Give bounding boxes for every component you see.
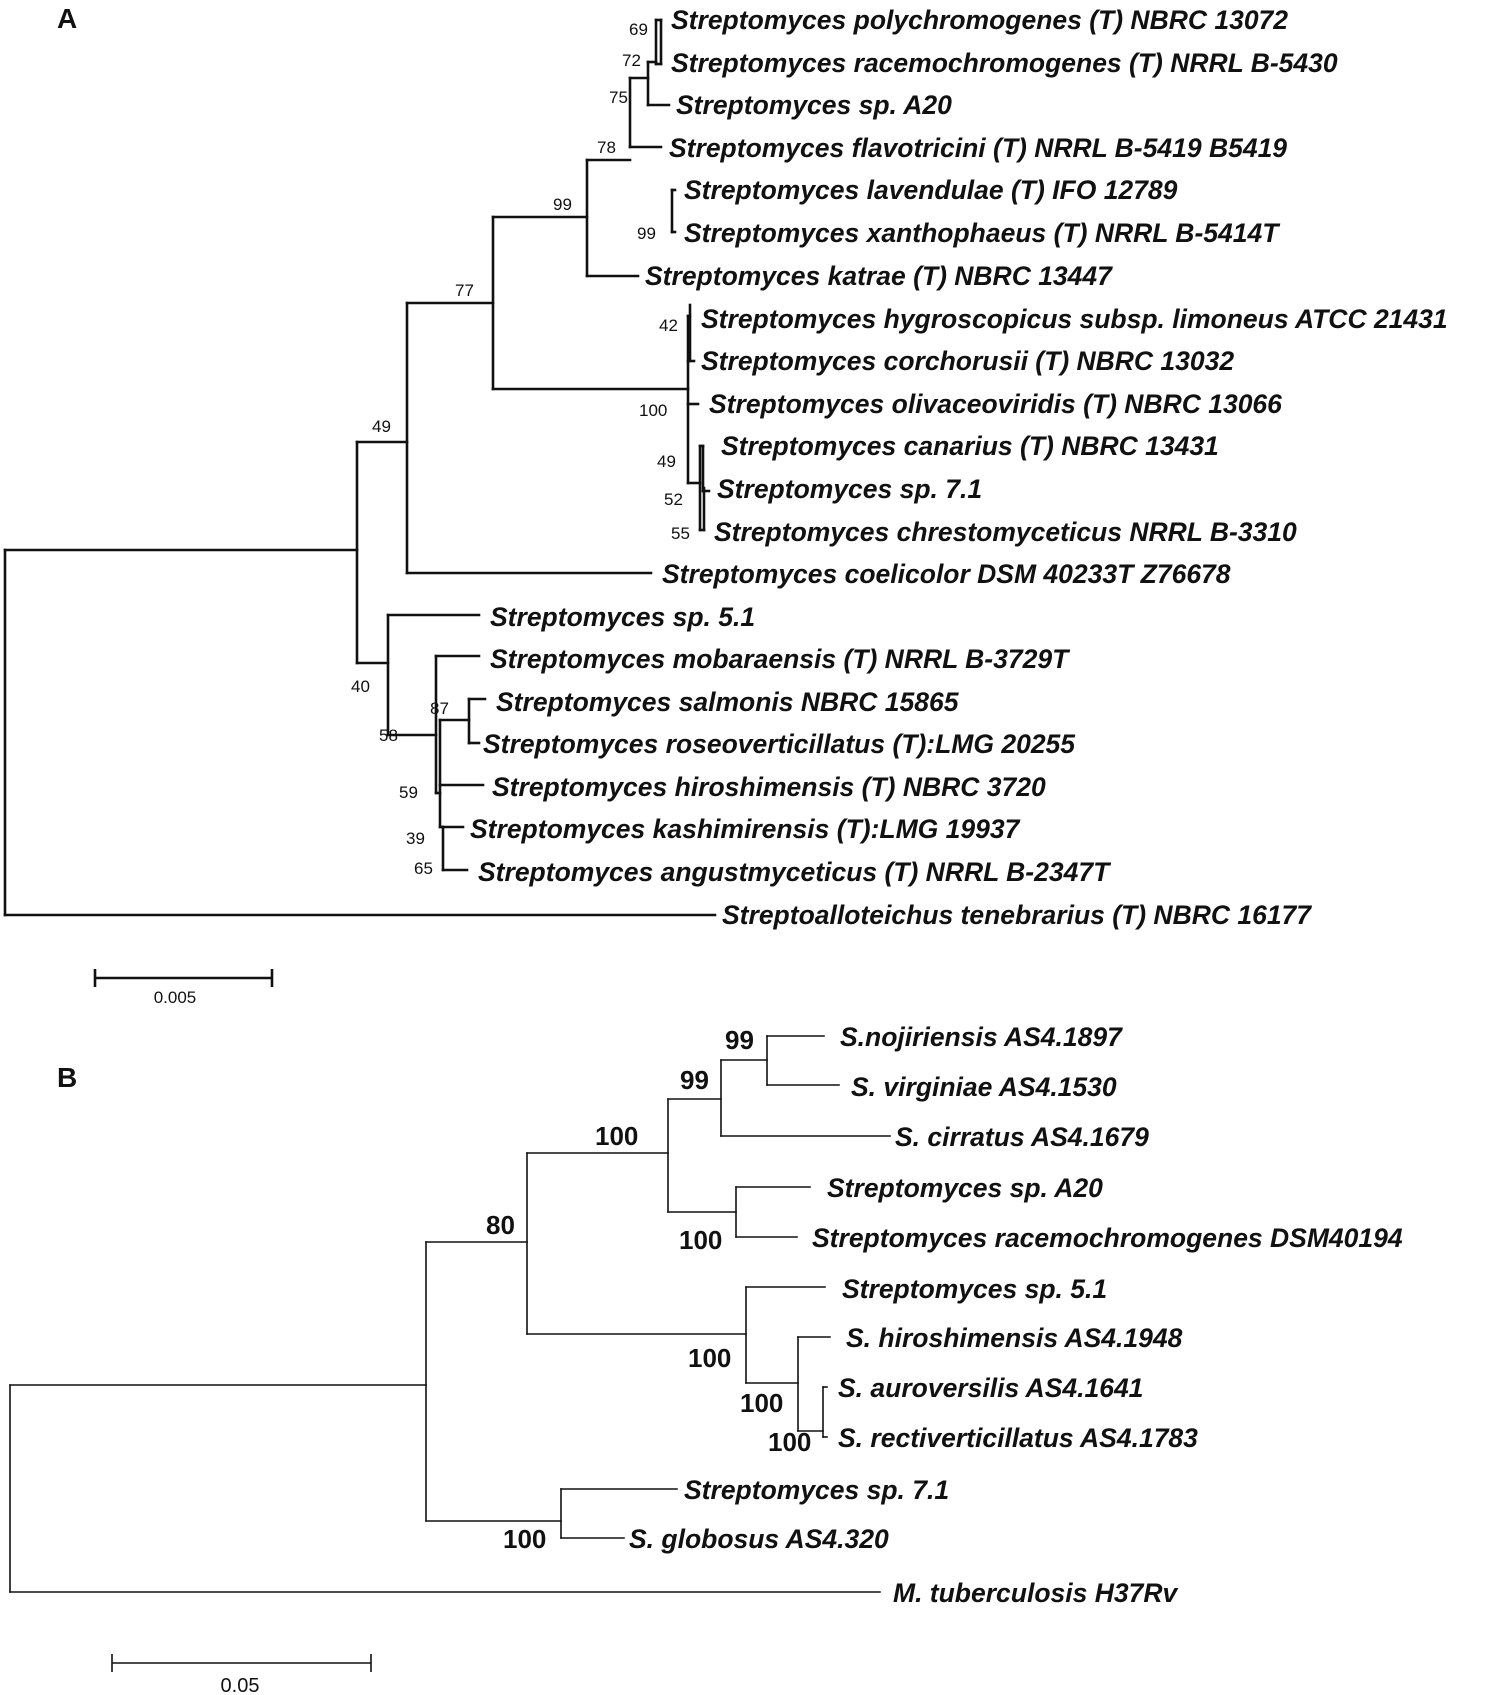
taxon-a-13: Streptomyces chrestomyceticus NRRL B-331…	[714, 517, 1297, 547]
taxon-a-17: Streptomyces salmonis NBRC 15865	[496, 687, 960, 717]
scale-bar-a-label: 0.005	[154, 988, 197, 1007]
tree-a-taxa: Streptomyces polychromogenes (T) NBRC 13…	[470, 5, 1448, 930]
taxon-a-6: Streptomyces xanthophaeus (T) NRRL B-541…	[684, 218, 1281, 248]
panel-a: A	[3, 3, 1448, 1007]
panel-a-letter: A	[57, 3, 77, 34]
taxon-b-5: Streptomyces racemochromogenes DSM40194	[812, 1223, 1403, 1253]
taxon-a-20: Streptomyces kashimirensis (T):LMG 19937	[470, 814, 1021, 844]
taxon-a-9: Streptomyces corchorusii (T) NBRC 13032	[701, 346, 1234, 376]
bootstrap-b-100-lower: 100	[688, 1343, 731, 1373]
tree-b-branches	[9, 1035, 891, 1593]
taxon-a-3: Streptomyces sp. A20	[676, 90, 952, 120]
taxon-b-10: Streptomyces sp. 7.1	[684, 1475, 949, 1505]
bootstrap-a-65: 65	[414, 859, 433, 878]
taxon-b-9: S. rectiverticillatus AS4.1783	[838, 1423, 1198, 1453]
taxon-a-15: Streptomyces sp. 5.1	[490, 602, 755, 632]
panel-b-letter: B	[57, 1062, 77, 1093]
bootstrap-a-77: 77	[455, 281, 474, 300]
taxon-a-12: Streptomyces sp. 7.1	[717, 474, 982, 504]
bootstrap-a-42: 42	[659, 316, 678, 335]
taxon-a-16: Streptomyces mobaraensis (T) NRRL B-3729…	[490, 644, 1071, 674]
taxon-b-8: S. auroversilis AS4.1641	[838, 1373, 1143, 1403]
bootstrap-a-40: 40	[351, 677, 370, 696]
taxon-b-3: S. cirratus AS4.1679	[895, 1122, 1149, 1152]
tree-b-taxa: S.nojiriensis AS4.1897 S. virginiae AS4.…	[629, 1022, 1403, 1608]
taxon-b-6: Streptomyces sp. 5.1	[842, 1274, 1107, 1304]
taxon-a-5: Streptomyces lavendulae (T) IFO 12789	[684, 175, 1178, 205]
taxon-a-18: Streptomyces roseoverticillatus (T):LMG …	[483, 729, 1076, 759]
panel-b: B	[9, 1022, 1403, 1695]
taxon-a-14: Streptomyces coelicolor DSM 40233T Z7667…	[662, 559, 1231, 589]
taxon-a-7: Streptomyces katrae (T) NBRC 13447	[645, 261, 1113, 291]
bootstrap-a-58: 58	[379, 726, 398, 745]
taxon-a-19: Streptomyces hiroshimensis (T) NBRC 3720	[492, 772, 1046, 802]
taxon-a-8: Streptomyces hygroscopicus subsp. limone…	[701, 304, 1448, 334]
scale-bar-b: 0.05	[111, 1654, 372, 1695]
bootstrap-a-69: 69	[629, 20, 648, 39]
scale-bar-b-label: 0.05	[221, 1675, 260, 1695]
bootstrap-b-100-a20: 100	[679, 1225, 722, 1255]
bootstrap-a-55: 55	[671, 524, 690, 543]
bootstrap-a-78: 78	[597, 138, 616, 157]
taxon-a-11: Streptomyces canarius (T) NBRC 13431	[721, 431, 1219, 461]
bootstrap-b-99-inner: 99	[725, 1025, 754, 1055]
bootstrap-a-87: 87	[430, 699, 449, 718]
taxon-a-21: Streptomyces angustmyceticus (T) NRRL B-…	[478, 857, 1112, 887]
taxon-a-2: Streptomyces racemochromogenes (T) NRRL …	[671, 48, 1338, 78]
taxon-b-4: Streptomyces sp. A20	[827, 1173, 1103, 1203]
bootstrap-b-100-aurov: 100	[740, 1388, 783, 1418]
taxon-b-2: S. virginiae AS4.1530	[851, 1072, 1117, 1102]
taxon-a-22: Streptoalloteichus tenebrarius (T) NBRC …	[722, 900, 1312, 930]
taxon-b-12: M. tuberculosis H37Rv	[893, 1578, 1178, 1608]
bootstrap-a-49-upper: 49	[372, 417, 391, 436]
bootstrap-a-99-upper: 99	[553, 195, 572, 214]
bootstrap-b-100-globosus: 100	[503, 1524, 546, 1554]
taxon-a-10: Streptomyces olivaceoviridis (T) NBRC 13…	[709, 389, 1282, 419]
taxon-a-4: Streptomyces flavotricini (T) NRRL B-541…	[669, 133, 1287, 163]
taxon-b-7: S. hiroshimensis AS4.1948	[846, 1323, 1183, 1353]
bootstrap-a-39: 39	[406, 829, 425, 848]
bootstrap-a-99-lower: 99	[637, 224, 656, 243]
taxon-b-11: S. globosus AS4.320	[629, 1524, 889, 1554]
bootstrap-a-59: 59	[399, 783, 418, 802]
bootstrap-b-80: 80	[486, 1210, 515, 1240]
bootstrap-b-100-rect: 100	[768, 1427, 811, 1457]
bootstrap-a-52: 52	[664, 490, 683, 509]
bootstrap-a-100: 100	[639, 401, 667, 420]
scale-bar-a: 0.005	[93, 969, 274, 1007]
taxon-b-1: S.nojiriensis AS4.1897	[840, 1022, 1123, 1052]
bootstrap-a-75: 75	[609, 88, 628, 107]
tree-b-bootstraps: 99 99 100 100 80 100 100 100 100	[486, 1025, 811, 1554]
bootstrap-b-100-top: 100	[595, 1121, 638, 1151]
bootstrap-a-72: 72	[622, 51, 641, 70]
tree-a-branches	[3, 18, 717, 917]
taxon-a-1: Streptomyces polychromogenes (T) NBRC 13…	[671, 5, 1288, 35]
bootstrap-a-49-lower: 49	[657, 452, 676, 471]
bootstrap-b-99: 99	[680, 1065, 709, 1095]
tree-a-bootstraps: 69 72 75 78 99 99 77 49 42 100 49 52 55 …	[351, 20, 690, 878]
